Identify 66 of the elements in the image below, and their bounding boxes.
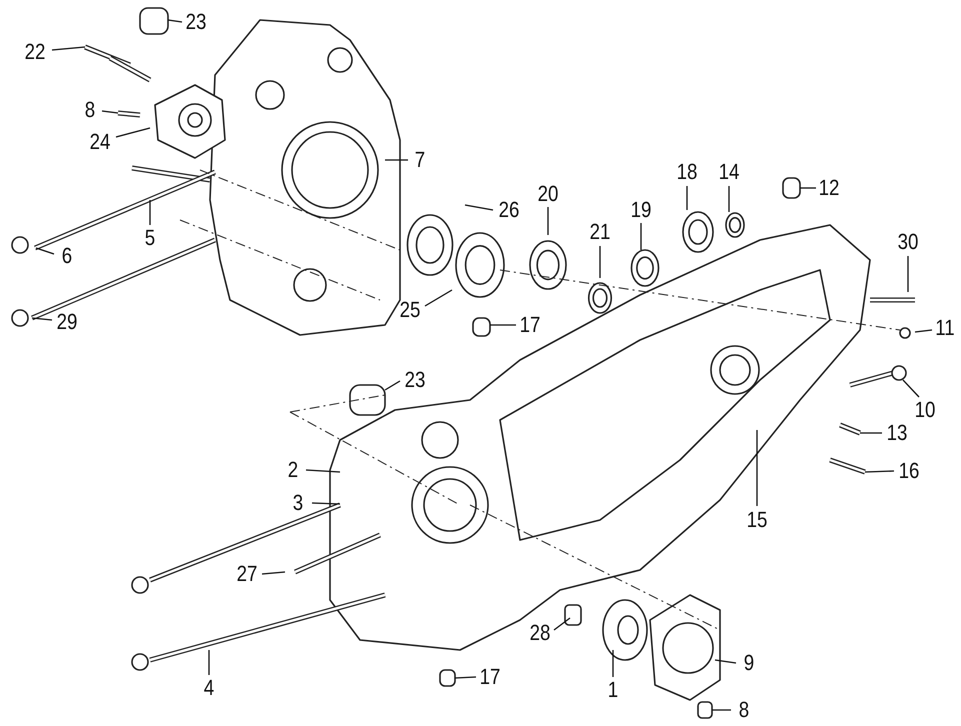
leader-line xyxy=(554,617,570,631)
leader-line xyxy=(102,110,118,114)
leader-line xyxy=(149,200,151,225)
callout-number: 18 xyxy=(676,160,698,184)
leader-line xyxy=(686,186,688,210)
callout-number: 29 xyxy=(56,310,78,334)
callout-number: 8 xyxy=(84,98,96,122)
leader-line xyxy=(262,571,286,575)
callout-number: 16 xyxy=(898,459,920,483)
callout-number: 14 xyxy=(718,160,740,184)
leader-line xyxy=(640,223,642,250)
callout-number: 27 xyxy=(236,562,258,586)
callout-number: 30 xyxy=(898,230,918,254)
leader-line xyxy=(454,676,476,679)
leader-line xyxy=(36,247,54,255)
callout-number: 20 xyxy=(538,182,558,206)
leader-line xyxy=(728,186,730,212)
leader-line xyxy=(385,159,408,161)
callout-number: 23 xyxy=(186,10,206,34)
callout-number: 6 xyxy=(62,244,72,268)
leader-line xyxy=(464,204,494,211)
callout-number: 11 xyxy=(935,316,955,340)
leader-line xyxy=(800,187,816,189)
callout-number: 13 xyxy=(886,421,908,445)
callout-number: 15 xyxy=(746,508,768,532)
leader-line xyxy=(384,380,400,391)
callout-number: 10 xyxy=(914,398,936,422)
callout-number: 9 xyxy=(744,651,754,675)
callout-number: 19 xyxy=(630,198,652,222)
callout-number: 21 xyxy=(590,220,610,244)
leader-line xyxy=(756,430,758,506)
leader-line xyxy=(32,317,52,321)
callout-number: 12 xyxy=(818,176,840,200)
callout-number: 7 xyxy=(414,148,426,172)
leader-line xyxy=(424,289,452,307)
leader-line xyxy=(208,650,210,675)
callout-number: 8 xyxy=(738,698,750,722)
callout-number: 2 xyxy=(288,458,298,482)
callout-number: 28 xyxy=(530,621,550,645)
callout-number: 17 xyxy=(480,665,500,689)
callout-number: 3 xyxy=(292,491,304,515)
callout-number: 1 xyxy=(608,678,618,702)
callout-number: 23 xyxy=(404,368,426,392)
callout-number: 26 xyxy=(498,198,520,222)
leader-line xyxy=(864,470,894,473)
leader-line xyxy=(490,324,516,326)
leader-line xyxy=(714,659,736,664)
callout-number: 4 xyxy=(204,676,214,700)
leader-line xyxy=(312,502,340,505)
callout-number: 24 xyxy=(90,130,110,154)
leader-line xyxy=(52,46,86,51)
leader-line xyxy=(907,256,909,292)
leader-line xyxy=(168,19,182,23)
leader-line xyxy=(712,709,731,711)
leader-line xyxy=(902,380,920,398)
leader-line xyxy=(116,127,150,138)
callout-number: 17 xyxy=(520,313,540,337)
leader-line xyxy=(860,432,882,434)
leader-line xyxy=(306,469,340,473)
leader-line xyxy=(914,329,932,333)
leader-line xyxy=(599,246,601,278)
leader-line xyxy=(547,207,549,235)
callout-number: 25 xyxy=(400,298,420,322)
callout-number: 22 xyxy=(24,40,46,64)
leader-line xyxy=(612,650,614,677)
callout-number: 5 xyxy=(144,226,156,250)
